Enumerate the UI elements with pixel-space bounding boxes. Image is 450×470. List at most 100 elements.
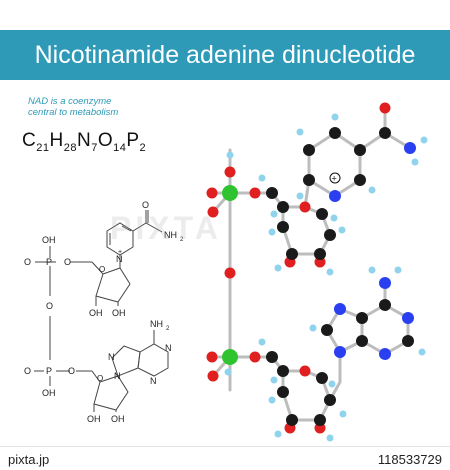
svg-text:2: 2 — [180, 237, 184, 243]
carbon-atom — [324, 229, 336, 241]
label-carbonyl-o: O — [142, 200, 149, 210]
carbon-atom — [266, 187, 278, 199]
carbon-atom — [354, 174, 366, 186]
label-phosphate-oh-lower: OH — [42, 388, 56, 398]
oxygen-atom — [207, 370, 219, 382]
label-ribose-o-lower: O — [97, 374, 103, 383]
subtitle-line-2: central to metabolism — [28, 107, 119, 118]
carbon-atom — [356, 335, 368, 347]
purine-five-ring — [111, 345, 141, 377]
hydrogen-atom — [274, 430, 282, 438]
label-phosphate-o-lower: O — [24, 366, 31, 376]
label-phosphate-o-upper: O — [24, 257, 31, 267]
carbon-atom — [314, 248, 326, 260]
hydrogen-atom — [270, 210, 278, 218]
oxygen-atom — [224, 166, 236, 178]
ribose-ring-lower — [93, 375, 129, 411]
hydrogen-atom — [420, 136, 428, 144]
hydrogen-atom — [268, 228, 276, 236]
carbon-atom — [321, 324, 333, 336]
hydrogen-atom — [330, 214, 338, 222]
hydrogen-atom — [331, 113, 339, 121]
nitrogen-atom — [404, 142, 416, 154]
label-bridge-o: O — [46, 301, 53, 311]
carbon-atom — [303, 144, 315, 156]
carbon-atom — [277, 386, 289, 398]
page-title: Nicotinamide adenine dinucleotide — [34, 41, 416, 69]
svg-text:2: 2 — [166, 326, 170, 332]
oxygen-atom — [249, 187, 261, 199]
label-phosphorus-upper: P — [46, 257, 52, 267]
label-phosphate-oh-upper: OH — [42, 235, 56, 245]
hydrogen-atom — [326, 268, 334, 276]
hydrogen-atom — [226, 151, 234, 159]
phosphorus-atom-upper — [222, 185, 238, 201]
label-pyridinium-n: N — [116, 254, 123, 264]
positive-charge-glyph: + — [332, 174, 337, 184]
oxygen-atom — [206, 187, 218, 199]
nitrogen-atom — [379, 348, 391, 360]
title-banner: Nicotinamide adenine dinucleotide — [0, 30, 450, 80]
watermark: PIXTA — [110, 210, 222, 246]
carbon-atom — [356, 312, 368, 324]
molecular-formula: C21H28N7O14P2 — [22, 130, 147, 154]
nitrogen-atom — [402, 312, 414, 324]
oxygen-atom — [379, 102, 391, 114]
hydrogen-atom — [368, 186, 376, 194]
footer-bar: pixta.jp 118533729 — [0, 446, 450, 470]
subtitle-line-1: NAD is a coenzyme — [28, 96, 112, 107]
hydrogen-atom — [268, 396, 276, 404]
carbon-atom — [379, 299, 391, 311]
hydrogen-atom — [224, 368, 232, 376]
label-amide-nh2: NH — [164, 230, 177, 240]
label-oh-3: OH — [87, 414, 101, 424]
oxygen-atom — [207, 206, 219, 218]
label-purine-n9: N — [114, 371, 121, 381]
carbon-atom — [277, 221, 289, 233]
carbon-atom — [314, 414, 326, 426]
skeletal-formula — [34, 210, 169, 412]
pyridinium-ring — [106, 222, 134, 256]
oxygen-atom — [206, 351, 218, 363]
ribose-ring-upper — [95, 267, 131, 303]
label-oh-4: OH — [111, 414, 125, 424]
carbon-atom — [379, 127, 391, 139]
ball-and-stick-atoms: + — [206, 102, 428, 442]
hydrogen-atom — [258, 338, 266, 346]
carbon-atom — [324, 394, 336, 406]
positive-charge-marker — [329, 172, 341, 184]
label-positive-charge: + — [118, 249, 122, 256]
hydrogen-atom — [339, 410, 347, 418]
nitrogen-atom — [334, 346, 346, 358]
phosphorus-atom-lower — [222, 349, 238, 365]
label-oh-1: OH — [89, 308, 103, 318]
hydrogen-atom — [328, 380, 336, 388]
carbon-atom — [286, 248, 298, 260]
carbon-atom — [402, 335, 414, 347]
carbon-atom — [329, 127, 341, 139]
oxygen-atom-bridge — [224, 267, 236, 279]
subtitle: NAD is a coenzyme central to metabolism — [28, 96, 168, 118]
label-ester-o-upper: O — [64, 257, 71, 267]
hydrogen-atom — [309, 324, 317, 332]
label-purine-n1: N — [165, 343, 172, 353]
label-adenine-nh2: NH — [150, 319, 163, 329]
hydrogen-atom — [270, 376, 278, 384]
skeletal-labels: O NH 2 N + O OH OH O P O OH O P O OH O O… — [24, 200, 184, 424]
nitrogen-atom — [334, 303, 346, 315]
label-ribose-o-upper: O — [99, 265, 105, 274]
carbon-atom — [316, 208, 328, 220]
nitrogen-atom-pyridinium — [329, 190, 341, 202]
hydrogen-atom — [296, 128, 304, 136]
molecule-diagram: O NH 2 N + O OH OH O P O OH O P O OH O O… — [24, 102, 428, 442]
carbon-atom — [266, 351, 278, 363]
label-ester-o-lower: O — [68, 366, 75, 376]
label-purine-n7: N — [108, 352, 115, 362]
carbon-atom — [277, 201, 289, 213]
carbon-atom — [316, 372, 328, 384]
oxygen-atom — [299, 201, 311, 213]
oxygen-atom — [299, 365, 311, 377]
carbon-atom — [354, 144, 366, 156]
hydrogen-atom — [418, 348, 426, 356]
hydrogen-atom — [368, 266, 376, 274]
